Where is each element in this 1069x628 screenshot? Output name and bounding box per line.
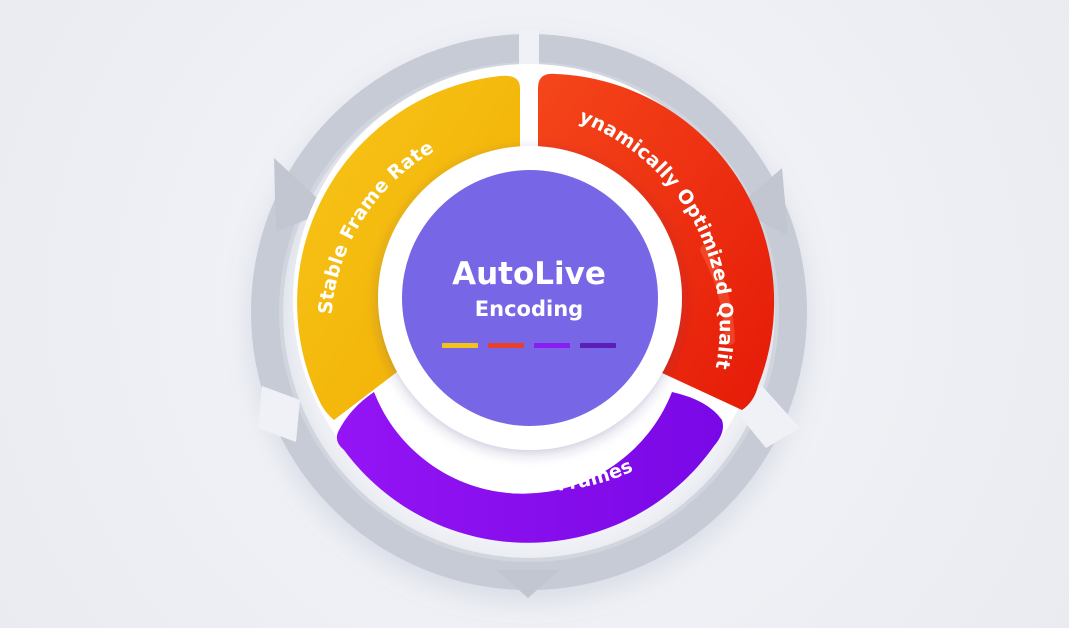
hub-circle — [402, 170, 658, 426]
hub-color-bar-2 — [488, 343, 524, 348]
hub-color-bar-1 — [442, 343, 478, 348]
hub-color-bar-4 — [580, 343, 616, 348]
segment-dynamically-optimized-quality — [538, 73, 775, 411]
hub-subtitle: Encoding — [475, 297, 583, 321]
arrowhead-right-icon — [736, 168, 788, 236]
hub-color-bars — [442, 343, 616, 348]
arrowhead-bottom-icon — [496, 570, 560, 598]
segment-no-dropped-frames — [336, 392, 723, 543]
hub-title: AutoLive — [452, 256, 606, 292]
hub-color-bar-3 — [534, 343, 570, 348]
